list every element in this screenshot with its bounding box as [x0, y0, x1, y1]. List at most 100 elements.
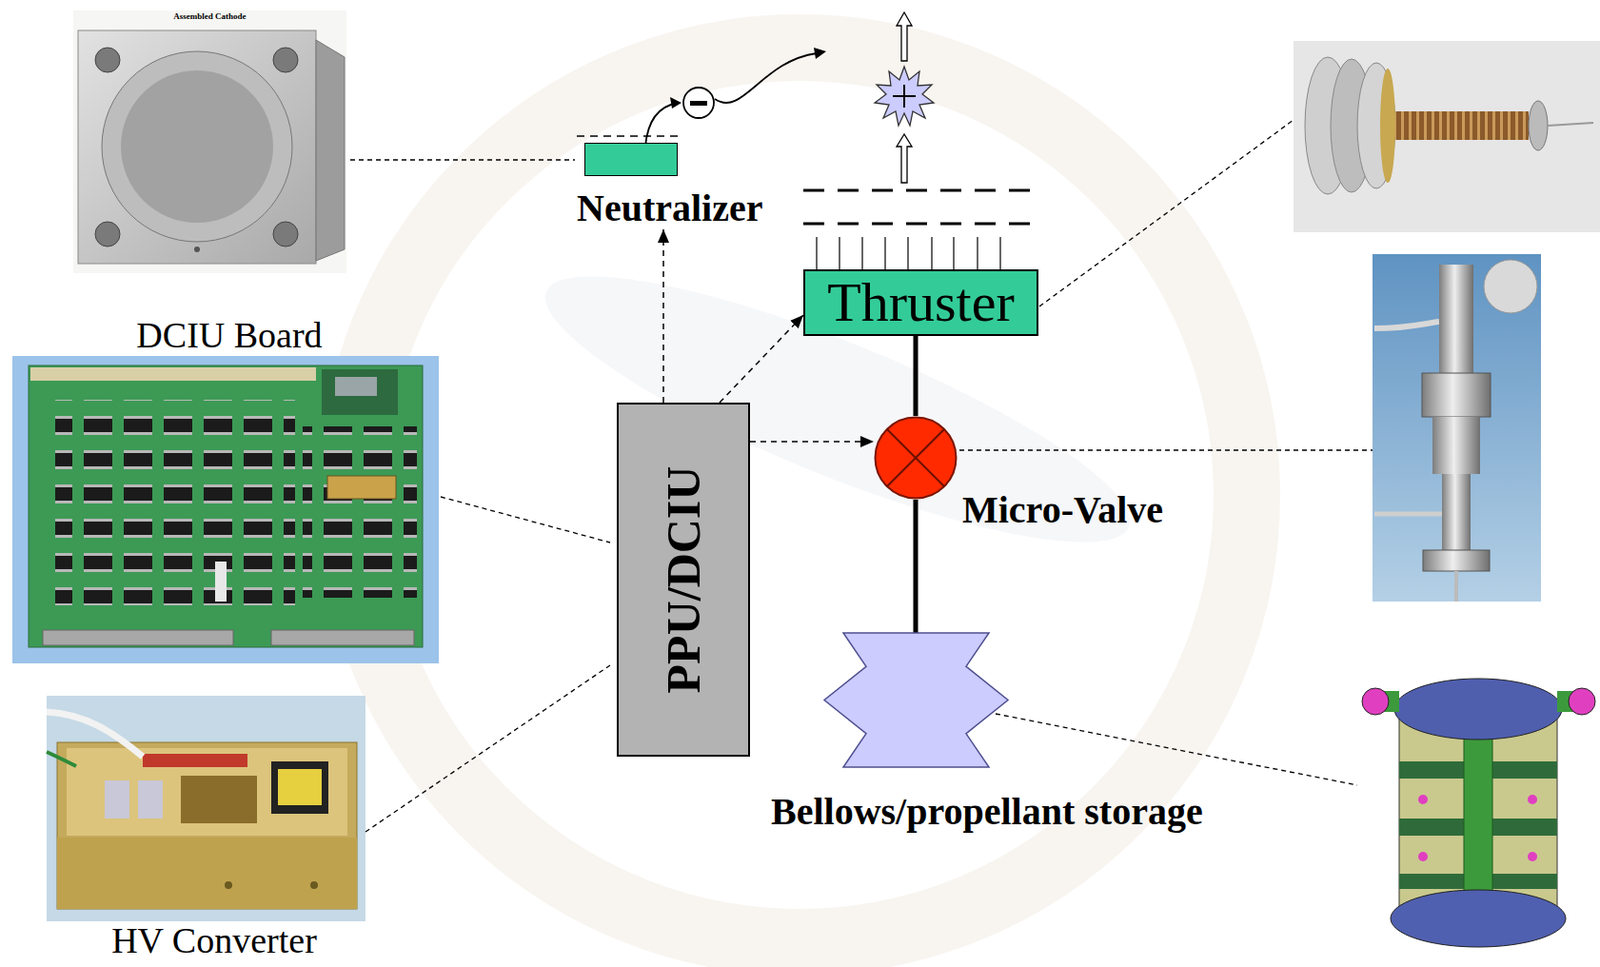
resistor: [104, 780, 130, 819]
screw: [95, 47, 120, 73]
photo-ground: [1372, 254, 1541, 602]
coil: [1395, 111, 1529, 140]
electron-path: [714, 53, 817, 103]
grid-tick: [907, 237, 909, 270]
dciu-board-photo: [12, 355, 439, 664]
cathode-photo: [73, 10, 347, 274]
edge-connector: [271, 630, 415, 646]
disk: [1357, 62, 1396, 189]
bellows-render: [1355, 672, 1600, 960]
screw: [273, 47, 298, 73]
ppu-dciu-box: PPU/DCIU: [616, 402, 751, 757]
photo-ground: [1293, 40, 1600, 233]
node-label: PPU/DCIU: [659, 466, 708, 694]
micro-valve-symbol: Micro-Valve: [873, 415, 958, 500]
arrowhead: [813, 47, 827, 60]
hole: [194, 246, 200, 253]
ion-beam: [874, 12, 934, 183]
control-arrow: [662, 229, 665, 403]
chip-array: [55, 399, 296, 606]
grid-tick: [838, 237, 840, 270]
ion-symbol: [874, 66, 934, 126]
grid-tick: [815, 237, 817, 270]
thruster-box: Thruster: [803, 269, 1039, 336]
part-name: DCIU Board: [12, 316, 447, 354]
coin: [1483, 259, 1538, 314]
dot: [1418, 851, 1428, 862]
cathode-flange: [316, 39, 345, 261]
photo-ground: [12, 355, 439, 664]
grid-tick: [952, 237, 954, 270]
base: [1390, 889, 1566, 948]
leader-line: [440, 496, 611, 543]
grid-tick: [976, 237, 978, 270]
beam-arrow: [896, 12, 912, 61]
leader-line: [1039, 119, 1294, 307]
wire: [46, 751, 77, 767]
micro-valve-photo: [1372, 254, 1541, 602]
node-label: Micro-Valve: [962, 491, 1164, 530]
node-label: Thruster: [827, 275, 1015, 331]
label-tag: [215, 561, 227, 602]
cable: [1374, 321, 1440, 329]
daughter-board: [321, 369, 398, 415]
ear: [1362, 688, 1389, 715]
hv-converter-photo: [46, 695, 366, 922]
chip-array: [302, 426, 417, 598]
capacitor: [142, 753, 248, 768]
watermark: [352, 47, 1247, 943]
neutralizer-element: [584, 142, 678, 177]
grid-line: [803, 222, 1039, 226]
valve-lower: [1441, 474, 1471, 551]
grid-tick: [999, 237, 1001, 270]
gold-ring: [1380, 68, 1396, 183]
grid-line: [803, 189, 1039, 193]
leader-lines: [350, 119, 1373, 832]
gold-chip: [327, 475, 396, 499]
hole: [310, 881, 318, 889]
leader-line: [365, 665, 611, 832]
plus-sign: [903, 84, 906, 108]
transformer-core: [277, 769, 322, 806]
part-name: HV Converter: [19, 922, 410, 959]
neutralizer-emission: [576, 47, 827, 147]
pcb-strip: [30, 367, 317, 381]
photo-caption: Assembled Cathode: [73, 12, 347, 21]
edge-connector: [42, 630, 234, 646]
side-tube: [1374, 512, 1442, 517]
control-arrow: [750, 440, 874, 443]
valve-cross: [887, 429, 945, 487]
valve-mid: [1432, 416, 1481, 475]
end-flange: [1528, 100, 1548, 151]
leader-line: [959, 449, 1373, 451]
valve-flange: [1422, 550, 1490, 572]
top-plate: [1394, 678, 1562, 740]
thruster-photo: [1293, 40, 1600, 233]
rod: [1547, 122, 1594, 126]
converter-face: [57, 837, 357, 909]
photo-ground: [46, 695, 366, 922]
bellows-outline: [824, 632, 1008, 768]
feed-line: [913, 335, 919, 416]
transformer: [271, 761, 329, 814]
grid-tick: [884, 237, 886, 270]
valve-circle: [875, 417, 957, 499]
watermark-ring: [352, 47, 1247, 943]
arrowhead: [670, 97, 682, 109]
electron-path: [645, 102, 678, 147]
feed-line: [913, 499, 919, 633]
photo-ground: [1355, 672, 1600, 960]
node-label: Bellows/propellant storage: [770, 792, 1204, 831]
minus-sign: [690, 100, 708, 106]
beam-arrow: [896, 134, 912, 183]
cathode-disc: [120, 70, 274, 223]
dot: [1418, 794, 1428, 805]
ion-optics: [803, 190, 1039, 270]
neutralizer-box: Neutralizer: [576, 142, 763, 230]
converter-cavity: [66, 748, 348, 836]
hole: [224, 881, 233, 889]
converter-box: [57, 742, 357, 909]
